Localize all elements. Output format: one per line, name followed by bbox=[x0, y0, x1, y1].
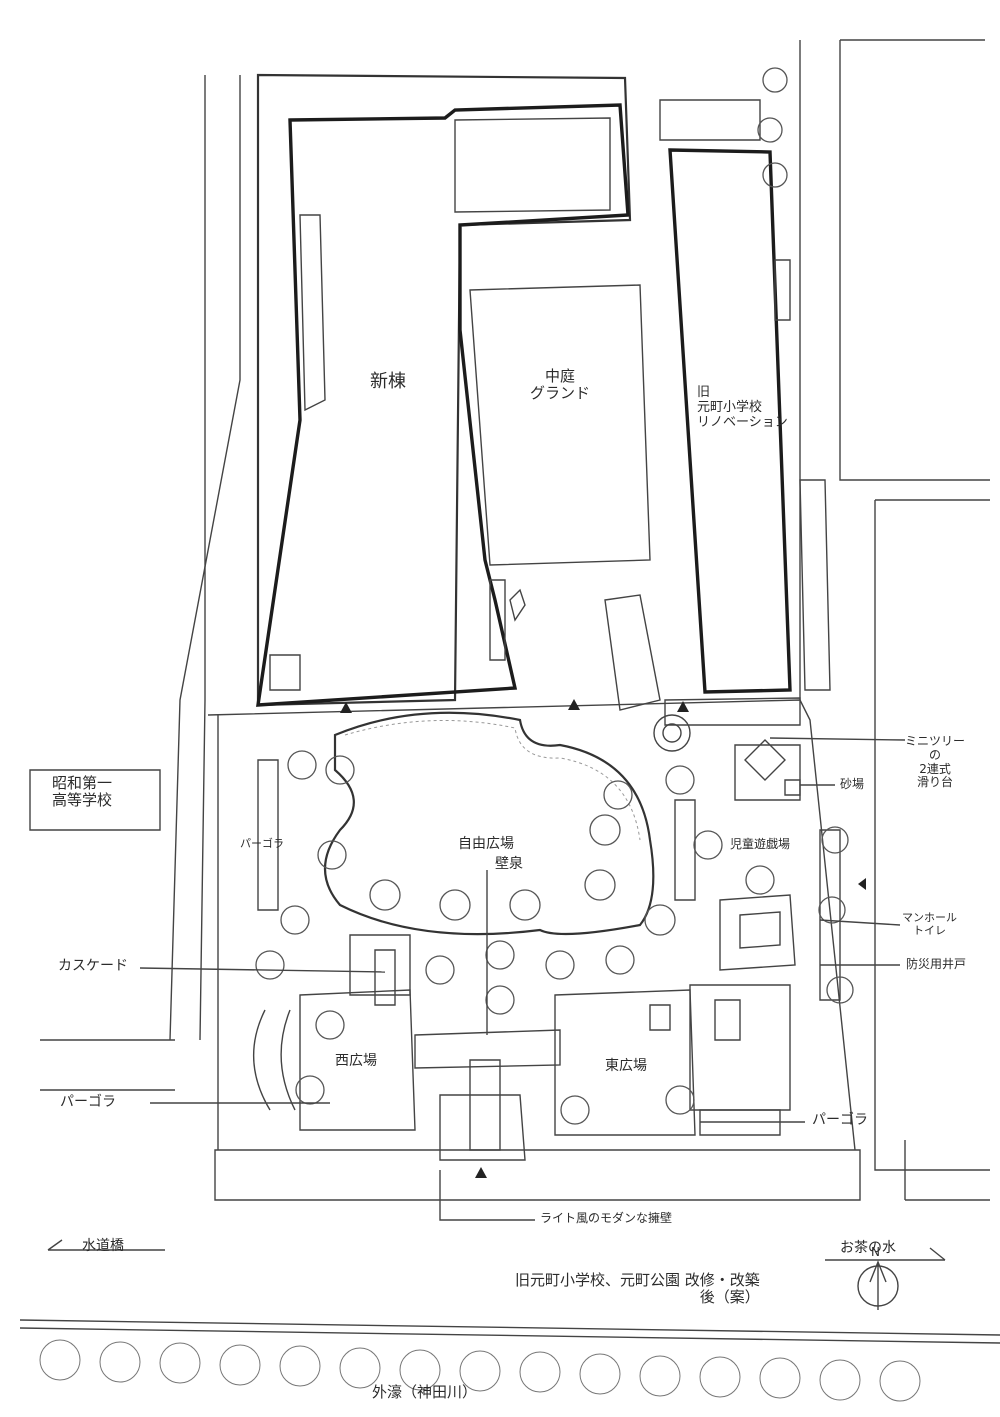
slide-structure bbox=[734, 744, 801, 801]
label-pergola-west: パーゴラ bbox=[60, 1094, 116, 1110]
label-school-name: 昭和第一 高等学校 bbox=[52, 774, 113, 810]
label-cascade: カスケード bbox=[58, 958, 128, 974]
label-east-plaza: 東広場 bbox=[605, 1058, 647, 1074]
old-school-outline bbox=[668, 148, 792, 694]
moat-trees bbox=[39, 1339, 921, 1402]
old-school-detail bbox=[774, 259, 791, 321]
old-school-north-wing bbox=[659, 99, 761, 141]
east-shelter-detail bbox=[714, 999, 741, 1041]
park-boundary-north bbox=[207, 699, 856, 1151]
sandbox-mark bbox=[784, 779, 801, 796]
south-road bbox=[214, 1149, 861, 1201]
street-right-2 bbox=[874, 499, 990, 1171]
east-plaza-bench bbox=[649, 1004, 671, 1031]
central-wall bbox=[414, 1029, 561, 1069]
mini-tree bbox=[744, 739, 786, 781]
west-street-line bbox=[199, 75, 206, 1041]
entrance-markers bbox=[340, 699, 866, 1178]
label-wall-fountain: 壁泉 bbox=[495, 856, 523, 872]
kids-play-area bbox=[719, 894, 796, 971]
label-manhole-toilet: マンホール トイレ bbox=[902, 911, 957, 937]
east-shelter bbox=[689, 984, 791, 1111]
north-arrow-needle bbox=[869, 1260, 887, 1310]
new-building-box bbox=[269, 654, 301, 691]
east-strip bbox=[799, 479, 831, 691]
tree-group bbox=[255, 67, 854, 1125]
label-sandbox: 砂場 bbox=[840, 777, 865, 791]
street-right-1 bbox=[839, 40, 990, 481]
stair bbox=[489, 579, 506, 661]
cascade-channel bbox=[374, 949, 396, 1006]
west-plaza-area bbox=[299, 989, 416, 1131]
moat-line-1 bbox=[19, 1319, 1000, 1336]
new-building-wing bbox=[299, 214, 326, 412]
street-right-3 bbox=[904, 1140, 990, 1201]
label-mini-tree-slide: ミニツリー の 2連式 滑り台 bbox=[905, 734, 966, 790]
west-curved-wall bbox=[252, 1009, 296, 1111]
annex-block bbox=[604, 594, 661, 711]
label-moat: 外濠（神田川） bbox=[372, 1383, 478, 1401]
central-gate bbox=[439, 1094, 526, 1161]
label-courtyard: 中庭 グランド bbox=[530, 367, 591, 403]
retaining-wall-leader bbox=[439, 1170, 535, 1221]
mini-tree-leader bbox=[769, 737, 906, 741]
east-strip-lower bbox=[819, 829, 841, 1001]
label-disaster-well: 防災用井戸 bbox=[906, 957, 967, 971]
label-kids-plaza: 児童遊戯場 bbox=[730, 837, 791, 851]
central-steps bbox=[469, 1059, 501, 1151]
cascade-steps bbox=[349, 934, 411, 996]
label-free-plaza: 自由広場 bbox=[458, 836, 514, 852]
circular-fountain bbox=[653, 714, 691, 752]
fountain-inner bbox=[662, 723, 682, 743]
ochanomizu-arrow bbox=[825, 1247, 946, 1261]
east-path-wall bbox=[674, 799, 696, 901]
pergola-left-bar bbox=[257, 759, 279, 911]
free-plaza-outline bbox=[323, 711, 655, 936]
north-court bbox=[454, 117, 611, 213]
label-pergola-east: パーゴラ bbox=[812, 1112, 868, 1128]
courtyard-field bbox=[469, 284, 651, 566]
label-ochanomizu: お茶の水 bbox=[840, 1240, 896, 1256]
label-west-plaza: 西広場 bbox=[335, 1053, 377, 1069]
school-label-box bbox=[29, 769, 161, 831]
label-suidobashi: 水道橋 bbox=[82, 1238, 124, 1254]
label-old-school: 旧 元町小学校 リノベーション bbox=[697, 385, 788, 430]
west-street-inner bbox=[169, 75, 241, 1041]
suidobashi-arrow bbox=[47, 1239, 165, 1251]
label-pergola-left: パーゴラ bbox=[240, 837, 284, 850]
cascade-leader bbox=[139, 967, 386, 973]
entrance-ramp bbox=[509, 588, 526, 622]
east-plaza-area bbox=[554, 989, 696, 1136]
toilet-leader bbox=[819, 919, 901, 926]
label-new-building: 新棟 bbox=[370, 371, 406, 392]
label-plan-caption: 旧元町小学校、元町公園 改修・改築 後（案） bbox=[515, 1271, 760, 1307]
label-retaining-wall: ライト風のモダンな擁壁 bbox=[540, 1211, 673, 1225]
label-north: N bbox=[871, 1245, 880, 1259]
kids-play-equipment bbox=[739, 911, 781, 949]
east-lower-wall bbox=[699, 1109, 781, 1136]
new-building-outline bbox=[256, 103, 630, 707]
moat-line-2 bbox=[19, 1327, 1000, 1344]
plaza-texture bbox=[344, 719, 641, 841]
